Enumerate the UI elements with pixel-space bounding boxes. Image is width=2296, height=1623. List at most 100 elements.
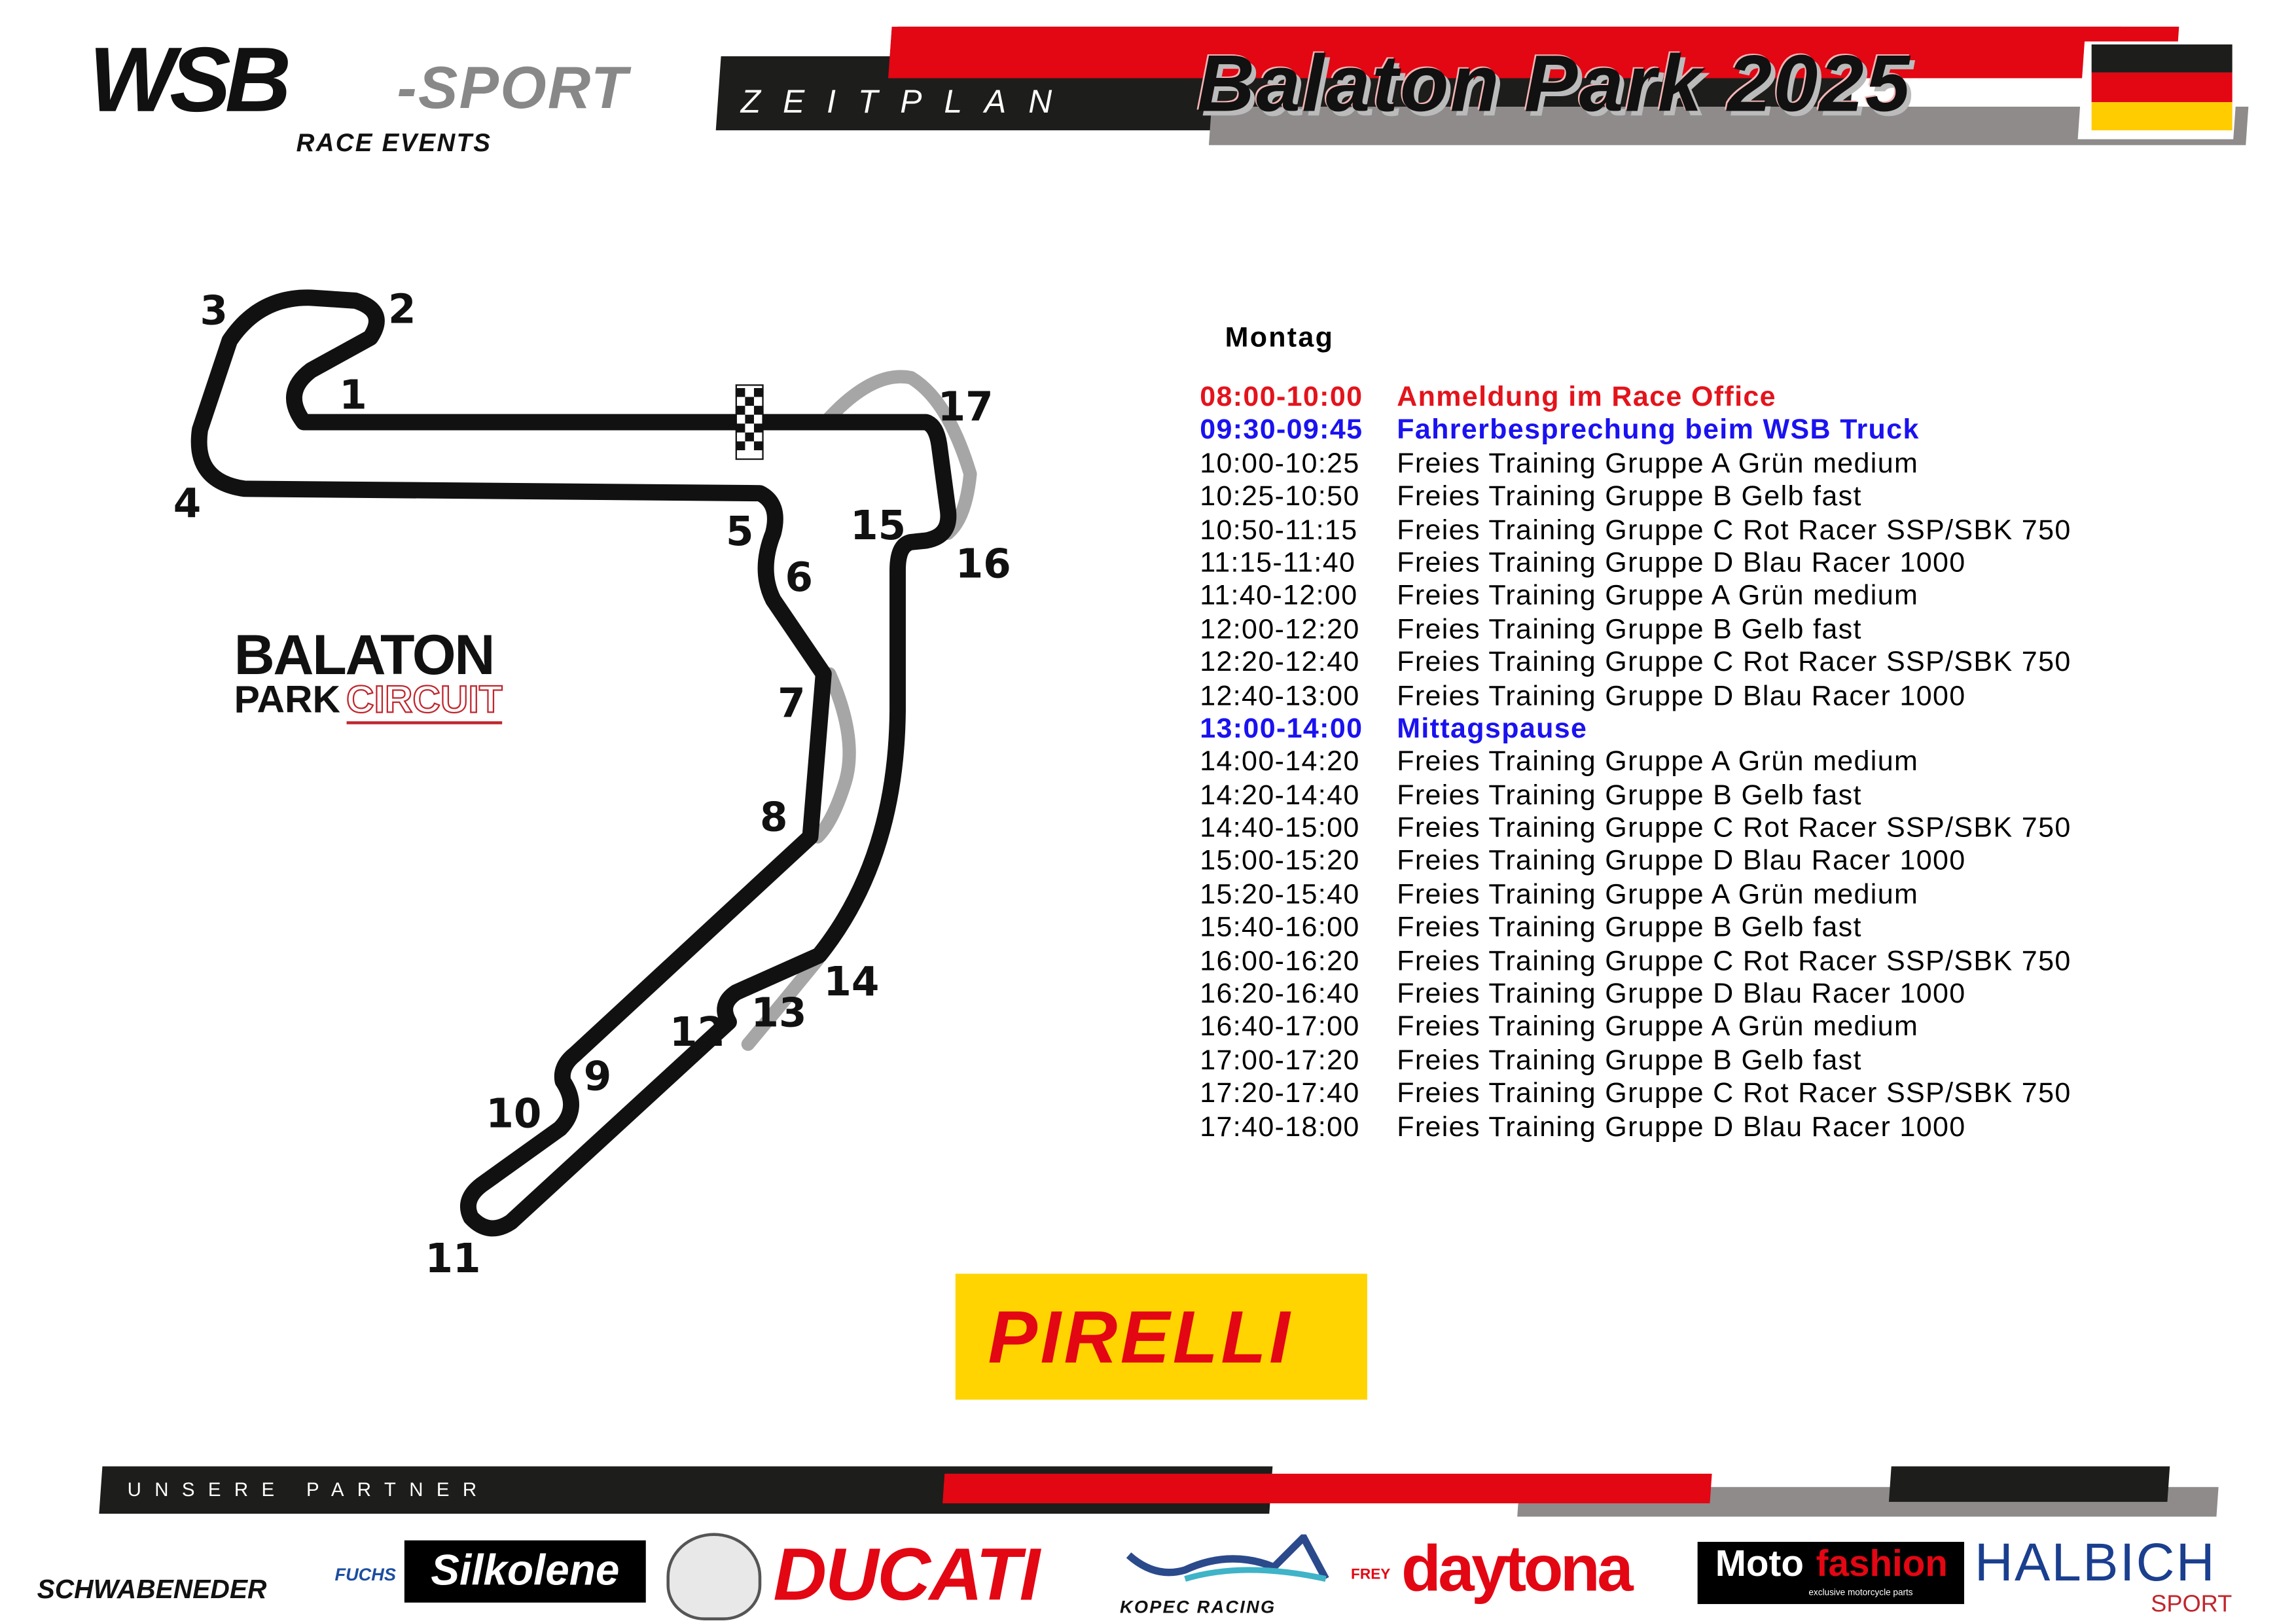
corner-label: 10 bbox=[486, 1091, 542, 1138]
corner-label: 13 bbox=[751, 991, 807, 1037]
schedule-time: 12:00-12:20 bbox=[1200, 614, 1360, 646]
corner-label: 3 bbox=[200, 289, 228, 335]
schedule-row: 10:50-11:15 Freies Training Gruppe C Rot … bbox=[1200, 515, 2071, 548]
logo-line1: BALATON bbox=[234, 625, 495, 688]
schedule-row: 12:20-12:40 Freies Training Gruppe C Rot … bbox=[1200, 647, 2071, 681]
schedule-row: 10:00-10:25 Freies Training Gruppe A Grün… bbox=[1200, 448, 2071, 482]
schedule-activity: Freies Training Gruppe C Rot Racer SSP/S… bbox=[1397, 1079, 2072, 1110]
schedule-time: 14:40-15:00 bbox=[1200, 813, 1360, 845]
frey-logo: FREY bbox=[1351, 1567, 1391, 1584]
event-title: Balaton Park 2025 bbox=[1196, 40, 1912, 129]
schedule-row: 12:00-12:20 Freies Training Gruppe B Gelb… bbox=[1200, 615, 2071, 648]
corner-label: 17 bbox=[937, 385, 994, 431]
schedule-row: 16:40-17:00 Freies Training Gruppe A Grün… bbox=[1200, 1012, 2071, 1046]
schedule-time: 14:20-14:40 bbox=[1200, 779, 1360, 812]
section-label: ZEITPLAN bbox=[740, 82, 1075, 120]
schedule-activity: Freies Training Gruppe C Rot Racer SSP/S… bbox=[1397, 946, 2072, 977]
corner-label: 12 bbox=[669, 1010, 726, 1056]
schedule-time: 09:30-09:45 bbox=[1200, 415, 1363, 447]
schedule-row: 13:00-14:00 Mittagspause bbox=[1200, 714, 2071, 747]
schedule-activity: Freies Training Gruppe B Gelb fast bbox=[1397, 614, 1862, 646]
schedule-time: 16:40-17:00 bbox=[1200, 1012, 1360, 1044]
corner-label: 16 bbox=[955, 542, 1011, 588]
corner-label: 15 bbox=[850, 503, 906, 550]
schedule-activity: Freies Training Gruppe A Grün medium bbox=[1397, 448, 1919, 480]
schedule-activity: Freies Training Gruppe D Blau Racer 1000 bbox=[1397, 1111, 1966, 1143]
partner-dark-bar-2 bbox=[1888, 1466, 2170, 1502]
partners-label: UNSERE PARTNER bbox=[127, 1478, 490, 1501]
schedule-activity: Freies Training Gruppe A Grün medium bbox=[1397, 747, 1919, 778]
schedule-row: 09:30-09:45 Fahrerbesprechung beim WSB Tr… bbox=[1200, 416, 2071, 449]
track-map bbox=[190, 289, 977, 1237]
schedule-activity: Freies Training Gruppe B Gelb fast bbox=[1397, 481, 1862, 513]
corner-label: 6 bbox=[785, 555, 814, 601]
corner-label: 1 bbox=[339, 373, 367, 419]
fuchs-logo: FUCHS bbox=[334, 1563, 397, 1585]
schedule-time: 15:20-15:40 bbox=[1200, 880, 1360, 911]
schedule-row: 17:40-18:00 Freies Training Gruppe D Blau… bbox=[1200, 1112, 2071, 1145]
motofashion-logo: Moto fashion exclusive motorcycle parts bbox=[1697, 1541, 1965, 1605]
schedule-time: 13:00-14:00 bbox=[1200, 713, 1363, 745]
corner-label: 14 bbox=[823, 959, 880, 1006]
schedule-time: 11:15-11:40 bbox=[1200, 548, 1356, 579]
schedule-time: 12:20-12:40 bbox=[1200, 647, 1360, 679]
schedule-time: 12:40-13:00 bbox=[1200, 680, 1360, 712]
schedule-row: 16:20-16:40 Freies Training Gruppe D Blau… bbox=[1200, 979, 2071, 1012]
schedule-time: 10:00-10:25 bbox=[1200, 448, 1360, 480]
schedule-activity: Freies Training Gruppe B Gelb fast bbox=[1397, 912, 1862, 944]
germany-flag-icon bbox=[2091, 44, 2233, 131]
silkolene-logo: Silkolene bbox=[404, 1540, 646, 1603]
schedule-activity: Freies Training Gruppe D Blau Racer 1000 bbox=[1397, 979, 1966, 1010]
club-emblem-icon bbox=[666, 1533, 762, 1620]
pirelli-logo: PIRELLI bbox=[955, 1274, 1367, 1400]
schedule-time: 17:40-18:00 bbox=[1200, 1111, 1360, 1143]
schedule-activity: Mittagspause bbox=[1397, 713, 1588, 745]
track-alt-13 bbox=[741, 953, 825, 1051]
track-alt-7 bbox=[811, 667, 856, 844]
schedule-activity: Freies Training Gruppe D Blau Racer 1000 bbox=[1397, 846, 1966, 878]
ducati-logo: DUCATI bbox=[773, 1533, 1040, 1616]
schedule-activity: Freies Training Gruppe D Blau Racer 1000 bbox=[1397, 680, 1966, 712]
schedule-activity: Freies Training Gruppe C Rot Racer SSP/S… bbox=[1397, 514, 2072, 546]
logo-subtitle: RACE EVENTS bbox=[296, 128, 492, 157]
schedule-activity: Freies Training Gruppe C Rot Racer SSP/S… bbox=[1397, 647, 2072, 679]
corner-label: 4 bbox=[173, 481, 202, 527]
schedule-time: 15:00-15:20 bbox=[1200, 846, 1360, 878]
schedule-time: 17:00-17:20 bbox=[1200, 1045, 1360, 1077]
schedule-row: 17:20-17:40 Freies Training Gruppe C Rot … bbox=[1200, 1079, 2071, 1112]
schedule-activity: Freies Training Gruppe B Gelb fast bbox=[1397, 1045, 1862, 1077]
partner-red-bar bbox=[942, 1473, 1712, 1504]
schedule-time: 16:00-16:20 bbox=[1200, 946, 1360, 977]
corner-label: 7 bbox=[778, 681, 806, 728]
start-finish-flag-icon bbox=[735, 384, 764, 460]
schedule-row: 16:00-16:20 Freies Training Gruppe C Rot … bbox=[1200, 946, 2071, 979]
schedule-row: 15:00-15:20 Freies Training Gruppe D Blau… bbox=[1200, 846, 2071, 880]
schedule-time: 16:20-16:40 bbox=[1200, 979, 1360, 1010]
schedule-activity: Freies Training Gruppe B Gelb fast bbox=[1397, 779, 1862, 812]
schedule-activity: Freies Training Gruppe A Grün medium bbox=[1397, 880, 1919, 911]
pirelli-text: PIRELLI bbox=[988, 1296, 1293, 1380]
schedule-time: 10:25-10:50 bbox=[1200, 481, 1360, 513]
schedule-time: 15:40-16:00 bbox=[1200, 912, 1360, 944]
schedule-row: 14:20-14:40 Freies Training Gruppe B Gelb… bbox=[1200, 780, 2071, 813]
motofashion-tagline: exclusive motorcycle parts bbox=[1808, 1589, 1913, 1598]
daytona-logo: daytona bbox=[1401, 1533, 1634, 1606]
fashion-text: fashion bbox=[1816, 1543, 1948, 1585]
schedule-time: 17:20-17:40 bbox=[1200, 1079, 1360, 1110]
schedule-row: 10:25-10:50 Freies Training Gruppe B Gelb… bbox=[1200, 482, 2071, 515]
schedule-activity: Freies Training Gruppe A Grün medium bbox=[1397, 1012, 1919, 1044]
schedule-time: 11:40-12:00 bbox=[1200, 580, 1358, 613]
day-heading: Montag bbox=[1225, 323, 1335, 354]
schedule-time: 10:50-11:15 bbox=[1200, 514, 1358, 546]
schedule-time: 08:00-10:00 bbox=[1200, 382, 1363, 414]
schedule-row: 15:40-16:00 Freies Training Gruppe B Gelb… bbox=[1200, 913, 2071, 946]
schwabeneder-logo: SCHWABENEDER bbox=[37, 1574, 267, 1605]
schedule-activity: Fahrerbesprechung beim WSB Truck bbox=[1397, 415, 1920, 447]
